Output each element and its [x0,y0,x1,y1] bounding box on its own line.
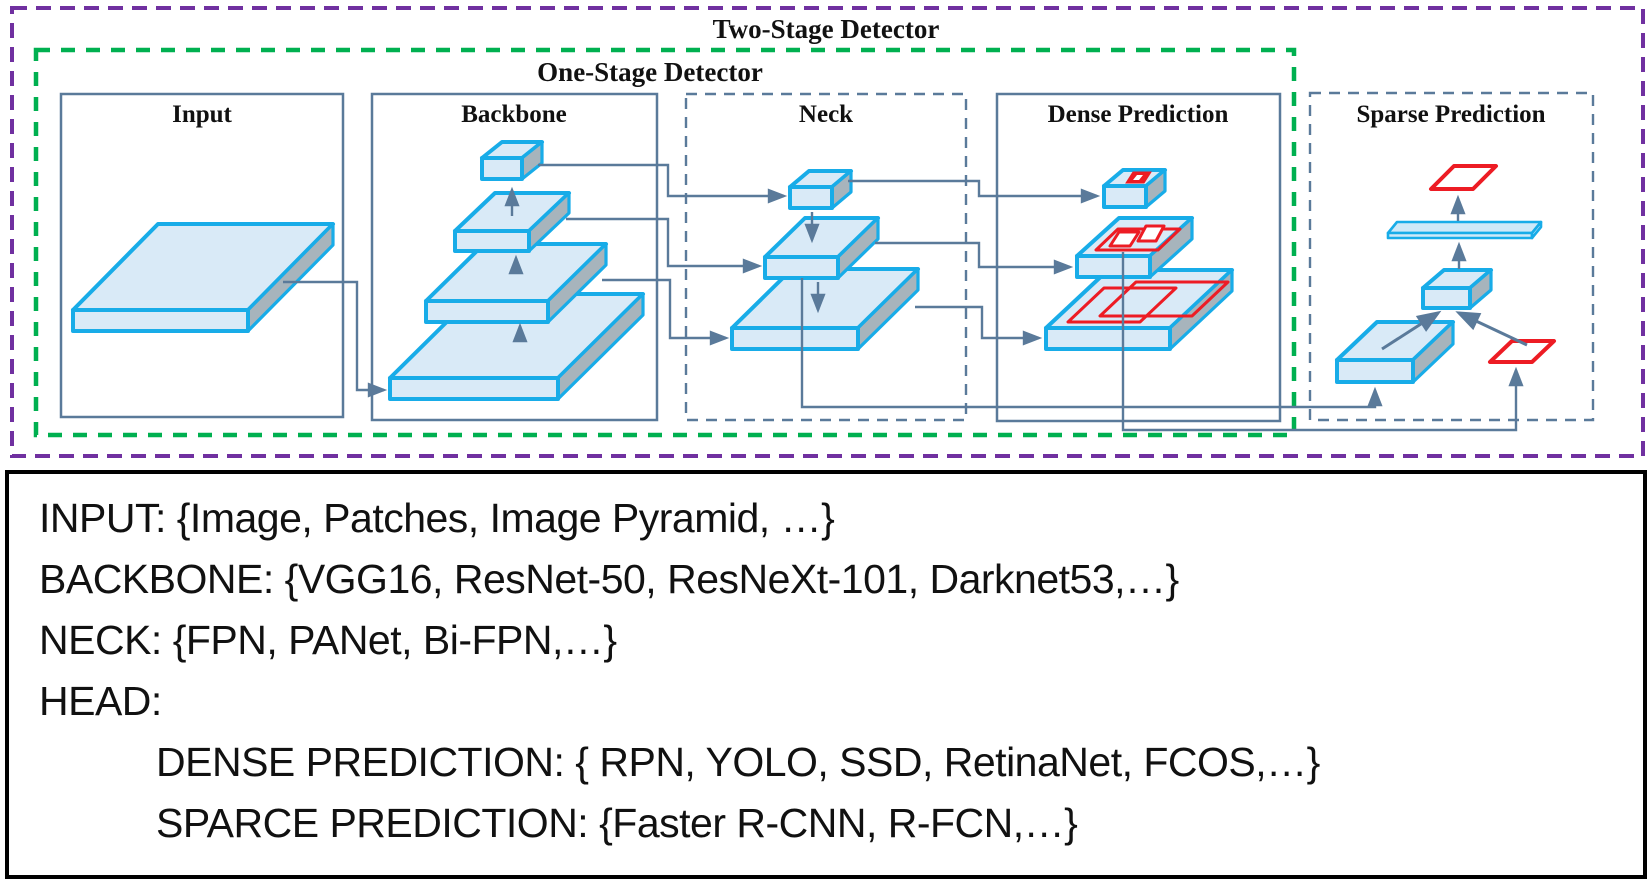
neck-slab-2 [763,216,880,280]
one-stage-detector-label: One-Stage Detector [537,57,763,87]
legend-line-dense-prediction: DENSE PREDICTION: { RPN, YOLO, SSD, Reti… [156,739,1320,785]
two-stage-detector-frame [10,6,1645,458]
connector-dense-to-sparse-proposals [1121,252,1524,432]
dense-anchor-window-2 [1136,224,1166,243]
sparse-diag-arrow-from-slab [1381,310,1442,351]
backbone-slab-3 [424,242,608,324]
connector-backbone-to-neck-2 [566,217,763,274]
connector-neck-to-sparse-slab [800,278,1383,409]
backbone-section-box [370,92,659,422]
sparse-prediction-label: Sparse Prediction [1356,101,1545,128]
sparse-fc-bar [1386,220,1543,240]
connector-neck-to-dense-1 [848,179,1101,204]
connector-input-to-backbone [283,280,388,398]
backbone-cube-1 [480,140,544,181]
backbone-label: Backbone [461,101,567,128]
connector-backbone-to-neck-3 [602,278,730,346]
one-stage-detector-frame [33,47,1297,438]
connector-backbone-to-neck-1 [538,163,788,204]
dense-slab-3 [1044,268,1234,351]
sparse-prediction-section-box [1308,91,1595,422]
legend-line-head: HEAD: [39,678,162,724]
dense-anchor-box-large-1 [1066,286,1178,324]
connector-neck-to-dense-3 [915,305,1043,346]
architecture-diagram: Two-Stage Detector One-Stage Detector In… [10,6,1645,458]
sparse-diag-arrow-from-proposal [1455,311,1528,347]
dense-anchor-box-medium [1094,227,1182,252]
sparse-prediction-icons [1335,164,1556,384]
input-section-box [59,92,345,419]
sparse-proposal-box-bottom [1488,339,1556,364]
connector-neck-to-dense-2 [875,241,1074,275]
input-image-slab-icon [71,222,335,333]
dense-prediction-section-box [995,92,1282,423]
neck-label: Neck [799,101,853,128]
legend-line-neck: NECK: {FPN, PANet, Bi-FPN,…} [39,617,617,663]
legend-line-backbone: BACKBONE: {VGG16, ResNet-50, ResNeXt-101… [39,556,1179,602]
neck-feature-pyramid-icon [730,169,920,351]
legend-box: INPUT: {Image, Patches, Image Pyramid, …… [5,470,1647,879]
neck-cube-1 [788,169,853,210]
sparse-box-output-top [1429,164,1498,191]
dense-prediction-label: Dense Prediction [1048,101,1229,128]
dense-slab-2 [1075,216,1194,279]
dense-prediction-maps-icon [1044,168,1234,351]
sparse-feature-slab [1335,320,1455,384]
neck-slab-3 [730,267,920,351]
connector-lines [283,163,1528,432]
input-label: Input [172,101,232,128]
two-stage-detector-label: Two-Stage Detector [713,14,940,44]
sparse-roi-box [1421,268,1493,310]
neck-section-box [684,92,968,422]
dense-anchor-window-1 [1108,230,1141,248]
legend-line-sparse-prediction: SPARCE PREDICTION: {Faster R-CNN, R-FCN,… [156,800,1078,846]
legend-line-input: INPUT: {Image, Patches, Image Pyramid, …… [39,495,835,541]
dense-cube-1 [1102,168,1167,209]
